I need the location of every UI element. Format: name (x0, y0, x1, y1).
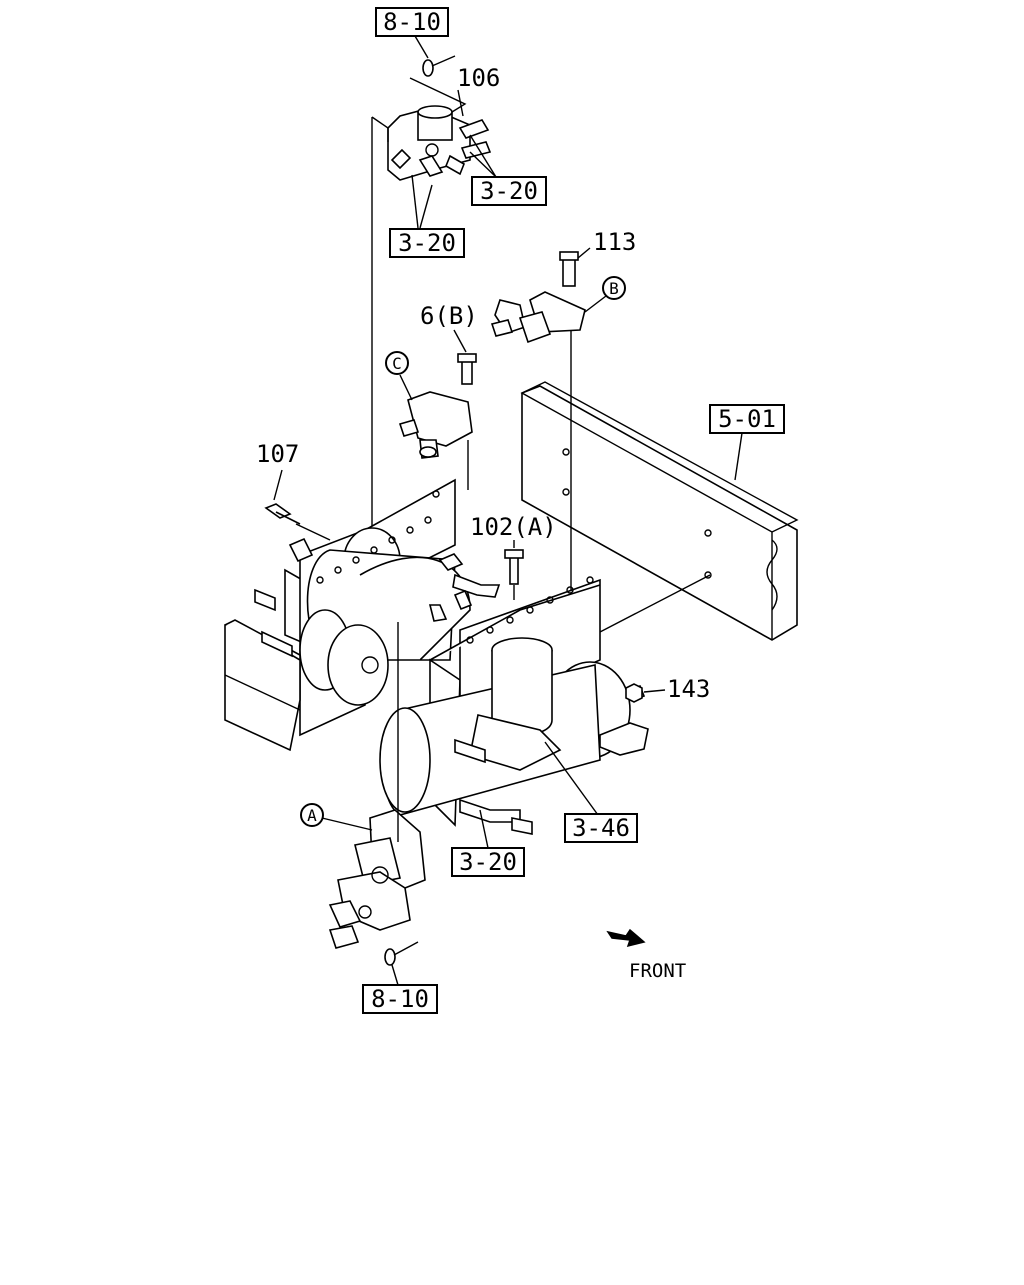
valve-a-assembly (328, 809, 426, 949)
frame-rail (520, 381, 799, 641)
front-arrow-icon (606, 928, 646, 948)
circle-marker-label: B (609, 279, 619, 298)
circle-marker-label: C (392, 354, 402, 373)
valve-c (398, 353, 477, 459)
front-label: FRONT (629, 960, 686, 982)
ref-label: 5-01 (718, 405, 776, 433)
bracket-line (371, 116, 389, 129)
ref-label: 3-20 (480, 177, 538, 205)
part-number-107: 107 (256, 440, 299, 468)
air-dryer-assembly (379, 576, 649, 835)
leader-lines (273, 35, 743, 986)
ref-box-upper-3-20-right: 3-20 (471, 176, 547, 206)
ref-label: 8-10 (383, 8, 441, 36)
valve-bracket-b (490, 251, 586, 344)
ref-label: 8-10 (371, 985, 429, 1013)
part-number-106: 106 (457, 64, 500, 92)
ref-box-top-8-10: 8-10 (375, 7, 449, 37)
ref-box-bottom-8-10: 8-10 (362, 984, 438, 1014)
frame-leader (599, 574, 711, 633)
ref-label: 3-46 (572, 814, 630, 842)
air-tank-assembly (224, 478, 501, 752)
clip-top (409, 55, 467, 113)
part-number-113: 113 (593, 228, 636, 256)
bolt-102a (504, 549, 524, 585)
clip-bottom (384, 941, 419, 966)
bolt-107 (264, 503, 301, 525)
circle-marker-label: A (307, 806, 317, 825)
ref-box-frame-5-01: 5-01 (709, 404, 785, 434)
nut-143 (625, 683, 643, 703)
ref-label: 3-20 (459, 848, 517, 876)
ref-box-upper-3-20-left: 3-20 (389, 228, 465, 258)
part-number-143: 143 (667, 675, 710, 703)
ref-label: 3-20 (398, 229, 456, 257)
part-number-6b: 6(B) (420, 302, 478, 330)
part-number-102a: 102(A) (470, 513, 557, 541)
circle-marker-a: A (300, 803, 324, 827)
solenoid-valve-106 (387, 105, 492, 181)
circle-marker-b: B (602, 276, 626, 300)
ref-box-lower-3-46: 3-46 (564, 813, 638, 843)
ref-box-lower-3-20: 3-20 (451, 847, 525, 877)
circle-marker-c: C (385, 351, 409, 375)
